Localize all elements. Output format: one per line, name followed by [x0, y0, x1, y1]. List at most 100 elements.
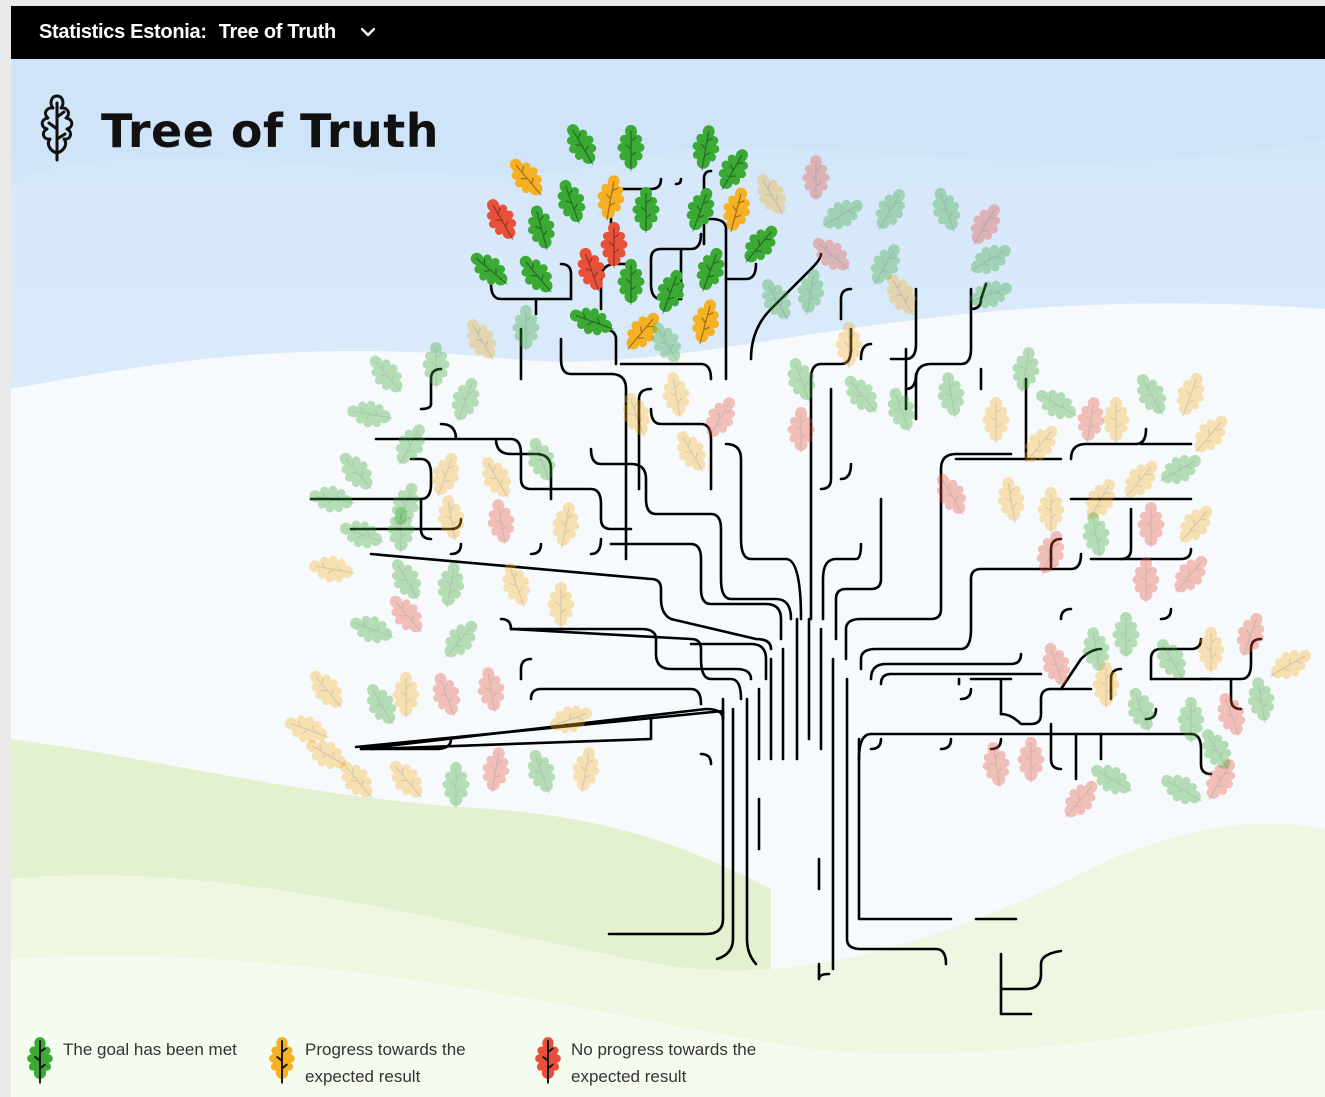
red-leaf-icon — [487, 499, 515, 545]
green-leaf-icon — [1247, 677, 1275, 723]
tree-branches — [309, 169, 1263, 1016]
branch-line — [619, 362, 713, 381]
green-leaf-icon[interactable] — [735, 218, 785, 271]
green-leaf-icon — [761, 279, 792, 321]
orange-leaf-icon — [552, 502, 580, 548]
branch-line — [637, 387, 653, 491]
branch-line — [724, 442, 803, 621]
green-leaf-icon — [444, 620, 478, 658]
green-leaf-icon[interactable] — [512, 248, 562, 301]
app-name[interactable]: Tree of Truth — [218, 21, 337, 43]
red-leaf-icon — [1137, 502, 1165, 548]
branch-line — [369, 717, 653, 751]
branch-line — [819, 387, 833, 491]
branch-line — [374, 437, 633, 531]
green-leaf-icon[interactable] — [680, 184, 721, 236]
branch-line — [749, 252, 823, 361]
green-leaf-icon[interactable] — [522, 202, 560, 253]
tree-of-truth-graphic — [284, 118, 1311, 1016]
branch-line — [699, 752, 713, 766]
chevron-down-icon[interactable] — [358, 23, 378, 43]
red-leaf-icon — [1174, 555, 1208, 593]
branch-line — [1059, 607, 1073, 621]
green-leaf-icon — [1136, 374, 1167, 416]
tree-scene: Tree of Truth The goal has been met — [11, 59, 1325, 1097]
orange-leaf-icon[interactable] — [687, 296, 725, 347]
green-leaf-icon[interactable] — [566, 301, 618, 342]
branch-line — [834, 497, 883, 641]
red-leaf-icon — [936, 474, 967, 516]
orange-leaf-icon — [662, 372, 690, 418]
green-leaf-icon[interactable] — [558, 118, 604, 171]
orange-leaf-icon — [466, 319, 497, 361]
branch-line — [999, 687, 1093, 726]
title-row: Tree of Truth — [37, 93, 439, 168]
green-leaf-icon — [395, 424, 426, 466]
branch-line — [1089, 547, 1193, 561]
branch-line — [845, 677, 948, 966]
orange-leaf-icon — [548, 705, 593, 734]
orange-leaf-icon — [756, 174, 787, 216]
orange-leaf-icon — [502, 562, 531, 607]
branch-line — [1069, 427, 1148, 461]
orange-leaf-icon — [622, 392, 651, 437]
orange-leaf-icon — [309, 670, 343, 708]
branch-line — [499, 617, 513, 631]
orange-leaf-icon[interactable] — [502, 151, 552, 204]
green-leaf-icon — [512, 305, 540, 351]
branch-line — [1144, 707, 1158, 721]
branch-line — [509, 627, 753, 681]
green-leaf-icon — [968, 280, 1013, 309]
red-leaf-icon — [389, 595, 423, 633]
branch-line — [449, 542, 463, 556]
green-leaf-icon[interactable] — [632, 187, 660, 233]
branch-line — [724, 262, 758, 281]
branch-line — [1109, 667, 1123, 701]
green-leaf-icon[interactable] — [689, 123, 724, 173]
orange-leaf-icon — [1102, 397, 1130, 443]
green-leaf-icon[interactable] — [617, 125, 645, 171]
branch-line — [649, 407, 713, 491]
green-leaf-icon — [366, 684, 397, 726]
branch-line — [559, 262, 573, 301]
orange-leaf-icon — [1024, 425, 1058, 463]
branch-line — [689, 642, 768, 681]
red-leaf-icon[interactable] — [571, 244, 612, 296]
green-leaf-icon — [25, 1034, 55, 1091]
orange-leaf-icon — [982, 397, 1010, 443]
branch-line — [839, 462, 853, 481]
branch-line — [859, 342, 873, 361]
orange-leaf-icon[interactable] — [594, 173, 629, 223]
branch-line — [559, 337, 628, 561]
green-leaf-icon[interactable] — [463, 245, 516, 295]
green-leaf-icon[interactable] — [650, 266, 691, 318]
green-leaf-icon — [339, 520, 384, 549]
green-leaf-icon[interactable] — [690, 244, 731, 296]
orange-leaf-icon[interactable] — [617, 305, 667, 358]
branch-line — [857, 732, 1213, 776]
orange-leaf-icon — [481, 457, 512, 499]
green-leaf-icon — [787, 357, 816, 402]
green-leaf-icon[interactable] — [551, 176, 592, 228]
red-leaf-icon — [477, 667, 505, 713]
red-leaf-icon — [812, 237, 850, 271]
red-leaf-icon[interactable] — [600, 222, 628, 268]
branch-line — [309, 457, 433, 501]
red-leaf-icon — [787, 407, 815, 453]
branch-line — [359, 737, 453, 751]
landscape-background — [11, 59, 1325, 1097]
branch-line — [439, 422, 458, 441]
red-leaf-icon — [705, 397, 736, 439]
legend-item-progress: Progress towards the expected result — [267, 1034, 533, 1091]
orange-leaf-icon[interactable] — [718, 184, 756, 235]
branch-line — [839, 287, 853, 321]
orange-leaf-icon — [431, 452, 460, 497]
branch-line — [1229, 677, 1243, 711]
green-leaf-icon[interactable] — [710, 143, 756, 196]
red-leaf-icon — [482, 747, 510, 793]
red-leaf-icon[interactable] — [478, 193, 524, 246]
green-leaf-icon[interactable] — [617, 259, 645, 305]
branch-line — [745, 697, 758, 966]
orange-leaf-icon — [1092, 662, 1120, 708]
branch-line — [817, 962, 831, 981]
